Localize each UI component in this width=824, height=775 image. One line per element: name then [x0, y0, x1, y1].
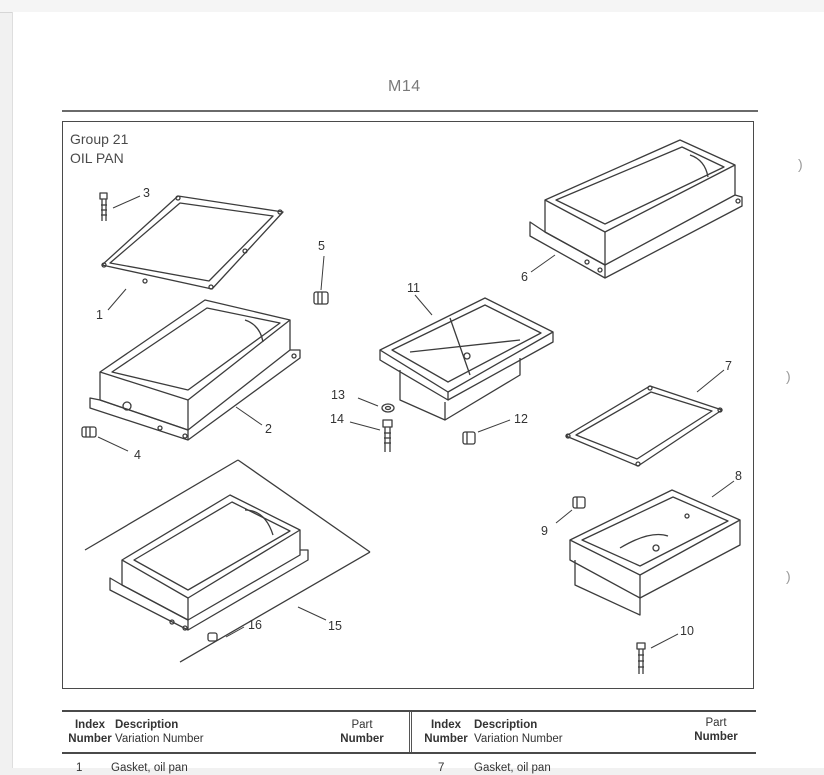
callout-8: 8	[735, 469, 742, 483]
left-row-1-description: Gasket, oil pan	[111, 762, 188, 774]
right-index-header: Index Number	[424, 719, 468, 745]
oil-tray-part-11	[379, 297, 554, 421]
plug-part-5	[313, 291, 329, 305]
callout-3: 3	[143, 186, 150, 200]
callout-numbers: 1 2 3 4 5 6 7 8 9 10 11 12 13 14 15 16	[96, 186, 742, 638]
plug-part-9	[572, 496, 586, 509]
callout-13: 13	[331, 388, 345, 402]
callout-4: 4	[134, 448, 141, 462]
callout-6: 6	[521, 270, 528, 284]
callout-leaders	[97, 195, 735, 649]
document-page	[12, 12, 824, 768]
plug-part-16	[207, 632, 218, 642]
callout-7: 7	[725, 359, 732, 373]
parts-table: Index Number Description Variation Numbe…	[62, 710, 756, 774]
scan-margin-mark: )	[786, 568, 791, 584]
group-heading: Group 21 OIL PAN	[70, 130, 128, 168]
right-description-header: Description Variation Number	[474, 719, 563, 745]
header-rule	[62, 110, 758, 112]
right-part-header: Part Number	[694, 717, 738, 743]
callout-1: 1	[96, 308, 103, 322]
scan-margin-mark: )	[798, 156, 803, 172]
drain-plug-part-4	[81, 426, 97, 438]
right-row-1-index: 7	[438, 762, 445, 774]
left-row-1-index: 1	[76, 762, 83, 774]
callout-10: 10	[680, 624, 694, 638]
page-code: M14	[388, 78, 421, 95]
left-description-header: Description Variation Number	[115, 719, 204, 745]
callout-5: 5	[318, 239, 325, 253]
nut-part-12	[462, 431, 476, 445]
callout-12: 12	[514, 412, 528, 426]
scan-margin-mark: )	[786, 368, 791, 384]
oil-pan-kit-part-15	[84, 459, 371, 663]
left-part-header: Part Number	[340, 719, 384, 745]
oil-pan-part-6	[529, 139, 743, 279]
group-title: OIL PAN	[70, 150, 124, 166]
table-header-rule	[62, 752, 756, 754]
bolt-part-3	[99, 192, 108, 221]
callout-11: 11	[407, 281, 420, 295]
column-divider	[409, 712, 412, 752]
oil-pan-part-8	[569, 489, 741, 616]
oil-pan-part-2	[89, 299, 301, 441]
right-row-1-description: Gasket, oil pan	[474, 762, 551, 774]
callout-16: 16	[248, 618, 262, 632]
callout-2: 2	[265, 422, 272, 436]
callout-15: 15	[328, 619, 342, 633]
gasket-part-1	[101, 195, 284, 290]
exploded-view-frame	[62, 121, 754, 689]
bolt-part-10	[636, 642, 646, 674]
washer-part-13	[381, 403, 395, 413]
gasket-part-7	[565, 385, 723, 467]
group-number: Group 21	[70, 131, 129, 147]
bolt-part-14	[382, 419, 393, 452]
callout-14: 14	[330, 412, 344, 426]
callout-9: 9	[541, 524, 548, 538]
left-index-header: Index Number	[68, 719, 112, 745]
